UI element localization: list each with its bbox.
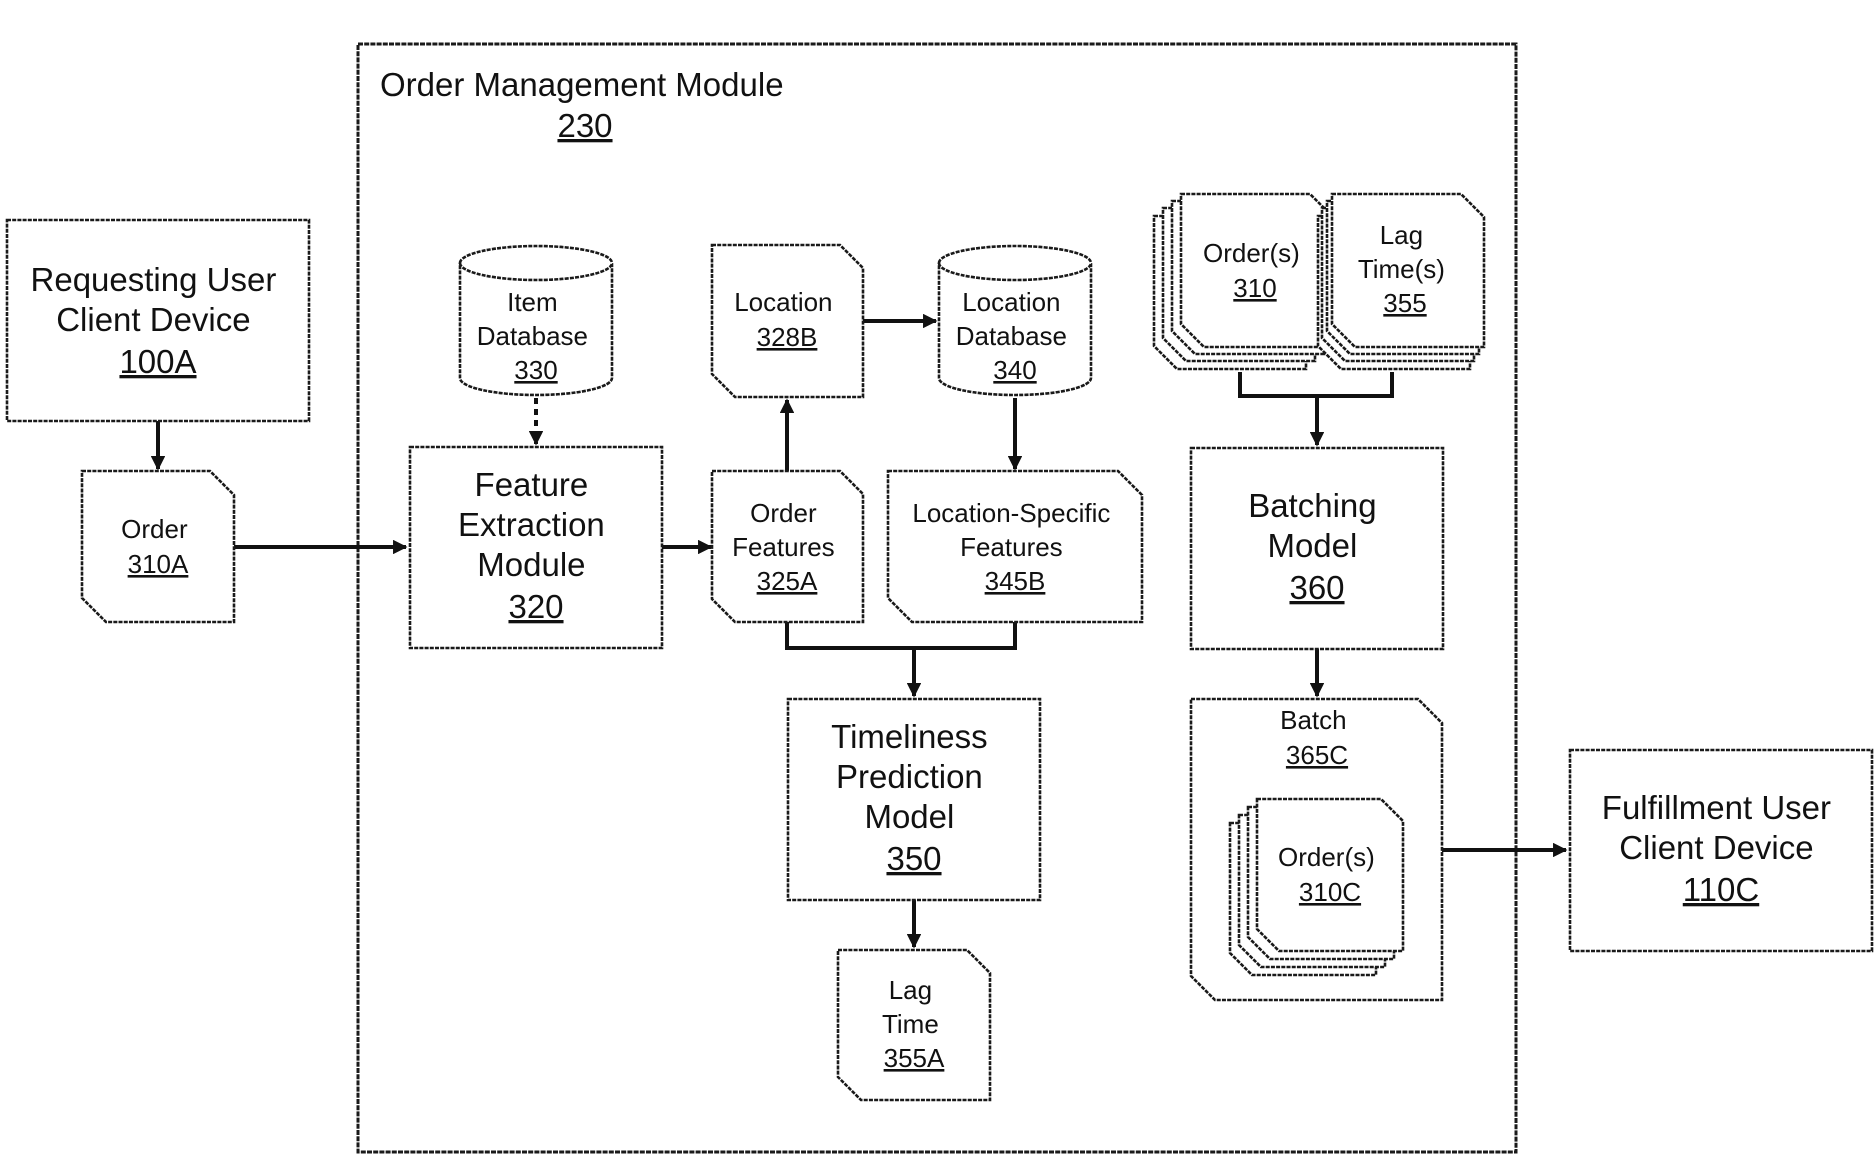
location-database-label-line-1: Location bbox=[962, 287, 1060, 317]
bracket-features-merge bbox=[787, 622, 1015, 648]
location-features-ref: 345B bbox=[985, 566, 1046, 596]
requesting-device-label-line-1: Requesting User bbox=[31, 261, 277, 298]
fulfillment-device-label-line-1: Fulfillment User bbox=[1602, 789, 1831, 826]
timeliness-model-ref: 350 bbox=[886, 840, 941, 877]
location-features-label-line-1: Location-Specific bbox=[912, 498, 1110, 528]
batch-orders-label: Order(s) bbox=[1278, 842, 1375, 872]
batch-document: Batch 365C Order(s) 310C bbox=[1191, 699, 1442, 1000]
batch-ref: 365C bbox=[1286, 740, 1348, 770]
lag-times-label-line-1: Lag bbox=[1380, 220, 1423, 250]
orders-stack: Order(s) 310 bbox=[1154, 194, 1333, 369]
batching-model: Batching Model 360 bbox=[1191, 448, 1443, 649]
order-document: Order 310A bbox=[82, 471, 234, 622]
location-features-label-line-2: Features bbox=[960, 532, 1063, 562]
fulfillment-device-label-line-2: Client Device bbox=[1619, 829, 1813, 866]
orders-stack-label: Order(s) bbox=[1203, 238, 1300, 268]
timeliness-prediction-model: Timeliness Prediction Model 350 bbox=[788, 699, 1040, 900]
batching-model-label-line-1: Batching bbox=[1248, 487, 1376, 524]
location-label: Location bbox=[734, 287, 832, 317]
item-database: Item Database 330 bbox=[460, 246, 612, 395]
fulfillment-user-client-device: Fulfillment User Client Device 110C bbox=[1570, 750, 1872, 951]
item-database-label-line-1: Item bbox=[507, 287, 558, 317]
batch-label: Batch bbox=[1280, 705, 1347, 735]
order-features-document: Order Features 325A bbox=[712, 471, 863, 622]
location-specific-features-document: Location-Specific Features 345B bbox=[888, 471, 1142, 622]
lag-time-label-line-2: Time bbox=[882, 1009, 939, 1039]
batching-model-ref: 360 bbox=[1289, 569, 1344, 606]
location-ref: 328B bbox=[757, 322, 818, 352]
bracket-stacks-merge bbox=[1240, 372, 1392, 396]
batching-model-label-line-2: Model bbox=[1267, 527, 1357, 564]
lag-times-ref: 355 bbox=[1383, 288, 1426, 318]
order-features-label-line-2: Features bbox=[732, 532, 835, 562]
feature-extraction-label-line-3: Module bbox=[477, 546, 585, 583]
lag-time-document: Lag Time 355A bbox=[838, 950, 990, 1100]
requesting-user-client-device: Requesting User Client Device 100A bbox=[7, 220, 309, 421]
batch-orders-ref: 310C bbox=[1299, 877, 1361, 907]
location-database-label-line-2: Database bbox=[956, 321, 1067, 351]
item-database-ref: 330 bbox=[514, 355, 557, 385]
svg-text:Lag Time 355A: Lag Time 355A bbox=[882, 975, 946, 1073]
lag-time-ref: 355A bbox=[884, 1043, 945, 1073]
fulfillment-device-ref: 110C bbox=[1683, 871, 1759, 908]
orders-stack-ref: 310 bbox=[1233, 273, 1276, 303]
item-database-label-line-2: Database bbox=[477, 321, 588, 351]
order-features-label-line-1: Order bbox=[750, 498, 817, 528]
feature-extraction-ref: 320 bbox=[508, 588, 563, 625]
feature-extraction-module: Feature Extraction Module 320 bbox=[410, 447, 662, 648]
module-ref: 230 bbox=[557, 107, 612, 144]
requesting-device-label-line-2: Client Device bbox=[56, 301, 250, 338]
location-database-ref: 340 bbox=[993, 355, 1036, 385]
timeliness-model-label-line-3: Model bbox=[864, 798, 954, 835]
order-ref: 310A bbox=[128, 549, 189, 579]
feature-extraction-label-line-1: Feature bbox=[475, 466, 589, 503]
requesting-device-ref: 100A bbox=[119, 343, 196, 380]
batch-orders-stack: Order(s) 310C bbox=[1230, 799, 1403, 975]
lag-times-label-line-2: Time(s) bbox=[1358, 254, 1445, 284]
lag-time-label-line-1: Lag bbox=[889, 975, 932, 1005]
feature-extraction-label-line-2: Extraction bbox=[458, 506, 605, 543]
location-database: Location Database 340 bbox=[939, 246, 1091, 395]
order-label: Order bbox=[121, 514, 188, 544]
timeliness-model-label-line-1: Timeliness bbox=[831, 718, 987, 755]
location-document: Location 328B bbox=[712, 245, 863, 397]
order-features-ref: 325A bbox=[757, 566, 818, 596]
module-title: Order Management Module bbox=[380, 66, 784, 103]
timeliness-model-label-line-2: Prediction bbox=[836, 758, 983, 795]
lag-times-stack: Lag Time(s) 355 bbox=[1318, 194, 1484, 369]
